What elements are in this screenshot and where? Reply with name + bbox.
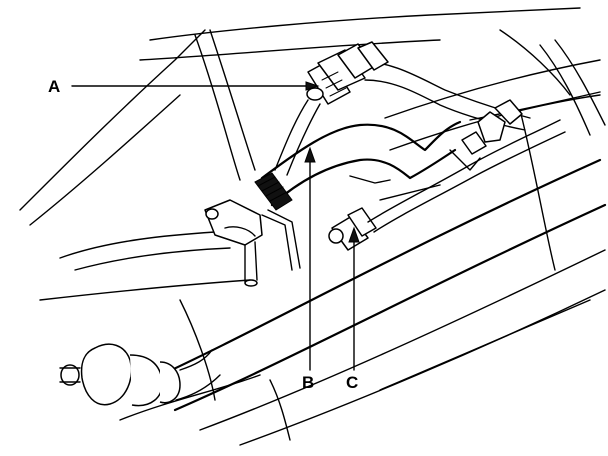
connector-cluster [449,99,523,171]
callout-pointers [71,81,360,371]
engine-mount [59,343,221,407]
callout-label-b: B [302,373,314,392]
quick-connector-c [328,119,566,251]
callout-label-a: A [48,77,60,96]
hose-clamp [254,172,293,211]
mounting-bracket [204,199,301,287]
callout-a-arrowhead [305,81,320,91]
callout-b-arrowhead [304,146,316,163]
quick-connector-a [274,41,389,176]
callout-label-c: C [346,373,358,392]
frame-rail [119,158,607,446]
callout-c-arrowhead [348,226,360,243]
